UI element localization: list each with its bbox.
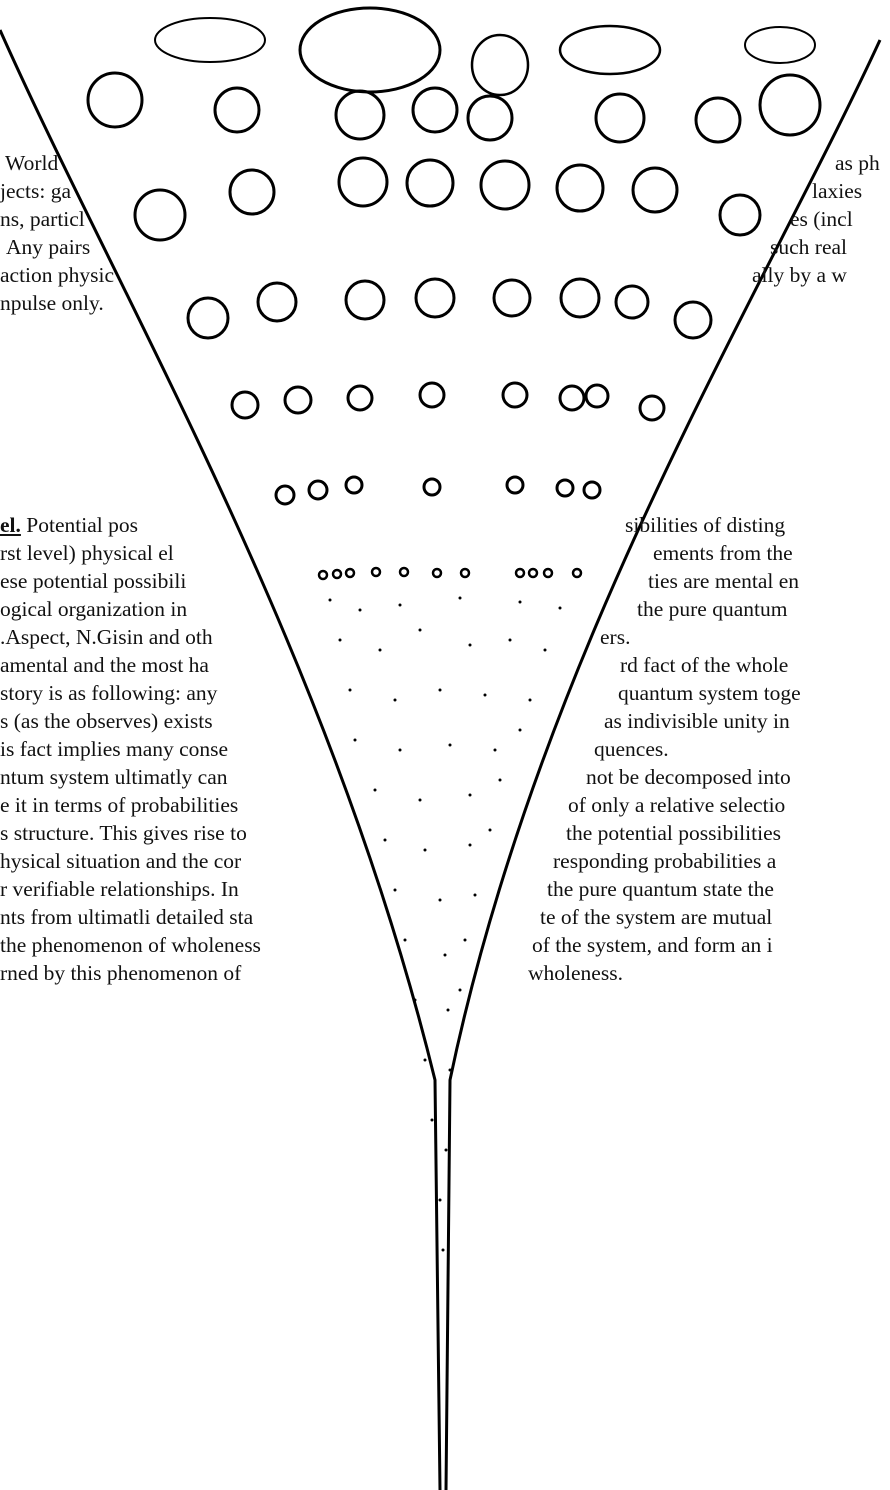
text-line: World xyxy=(5,150,58,176)
text-line: not be decomposed into xyxy=(586,764,791,790)
text-line: s structure. This gives rise to xyxy=(0,820,247,846)
text-line: ties are mental en xyxy=(648,568,799,594)
text-line: jects: ga xyxy=(0,178,71,204)
text-line: sibilities of disting xyxy=(625,512,785,538)
text-line: amental and the most ha xyxy=(0,652,209,678)
text-line: ogical organization in xyxy=(0,596,187,622)
top-ellipse-5 xyxy=(745,27,815,63)
text-line: story is as following: any xyxy=(0,680,217,706)
text-line: as ph xyxy=(835,150,880,176)
text-line: the potential possibilities xyxy=(566,820,781,846)
text-line: ntum system ultimatly can xyxy=(0,764,228,790)
top-ellipse-3 xyxy=(472,35,528,95)
text-line: is fact implies many conse xyxy=(0,736,228,762)
top-ellipse-2 xyxy=(300,8,440,92)
text-line: the pure quantum xyxy=(637,596,787,622)
text-line: hysical situation and the cor xyxy=(0,848,241,874)
text-line: rd fact of the whole xyxy=(620,652,788,678)
text-line: the pure quantum state the xyxy=(547,876,774,902)
text-line: wholeness. xyxy=(528,960,623,986)
text-line: el. Potential pos xyxy=(0,512,138,538)
text-line: quantum system toge xyxy=(618,680,801,706)
text-line: quences. xyxy=(594,736,669,762)
text-line: ements from the xyxy=(653,540,793,566)
text-line: ese potential possibili xyxy=(0,568,186,594)
text-line: s (as the observes) exists xyxy=(0,708,213,734)
text-line: te of the system are mutual xyxy=(540,904,772,930)
text-line: nts from ultimatli detailed sta xyxy=(0,904,253,930)
text-line: e it in terms of probabilities xyxy=(0,792,238,818)
text-line: of only a relative selectio xyxy=(568,792,785,818)
text-line: npulse only. xyxy=(0,290,104,316)
top-ellipse-1 xyxy=(155,18,265,62)
text-line: ers. xyxy=(600,624,630,650)
text-line: es (incl xyxy=(790,206,853,232)
text-line: such real xyxy=(770,234,847,260)
text-line: laxies xyxy=(812,178,862,204)
text-line: the phenomenon of wholeness xyxy=(0,932,261,958)
text-line: of the system, and form an i xyxy=(532,932,773,958)
text-line: rned by this phenomenon of xyxy=(0,960,241,986)
text-line: responding probabilities a xyxy=(553,848,776,874)
text-line: action physic xyxy=(0,262,114,288)
heading-continuation: Potential pos xyxy=(21,513,138,537)
text-line: as indivisible unity in xyxy=(604,708,790,734)
section-heading: el. xyxy=(0,513,21,537)
text-line: ns, particl xyxy=(0,206,85,232)
top-ellipse-4 xyxy=(560,26,660,74)
text-line: r verifiable relationships. In xyxy=(0,876,239,902)
text-line: Any pairs xyxy=(6,234,90,260)
text-line: .Aspect, N.Gisin and oth xyxy=(0,624,213,650)
text-line: ally by a w xyxy=(752,262,847,288)
text-line: rst level) physical el xyxy=(0,540,174,566)
